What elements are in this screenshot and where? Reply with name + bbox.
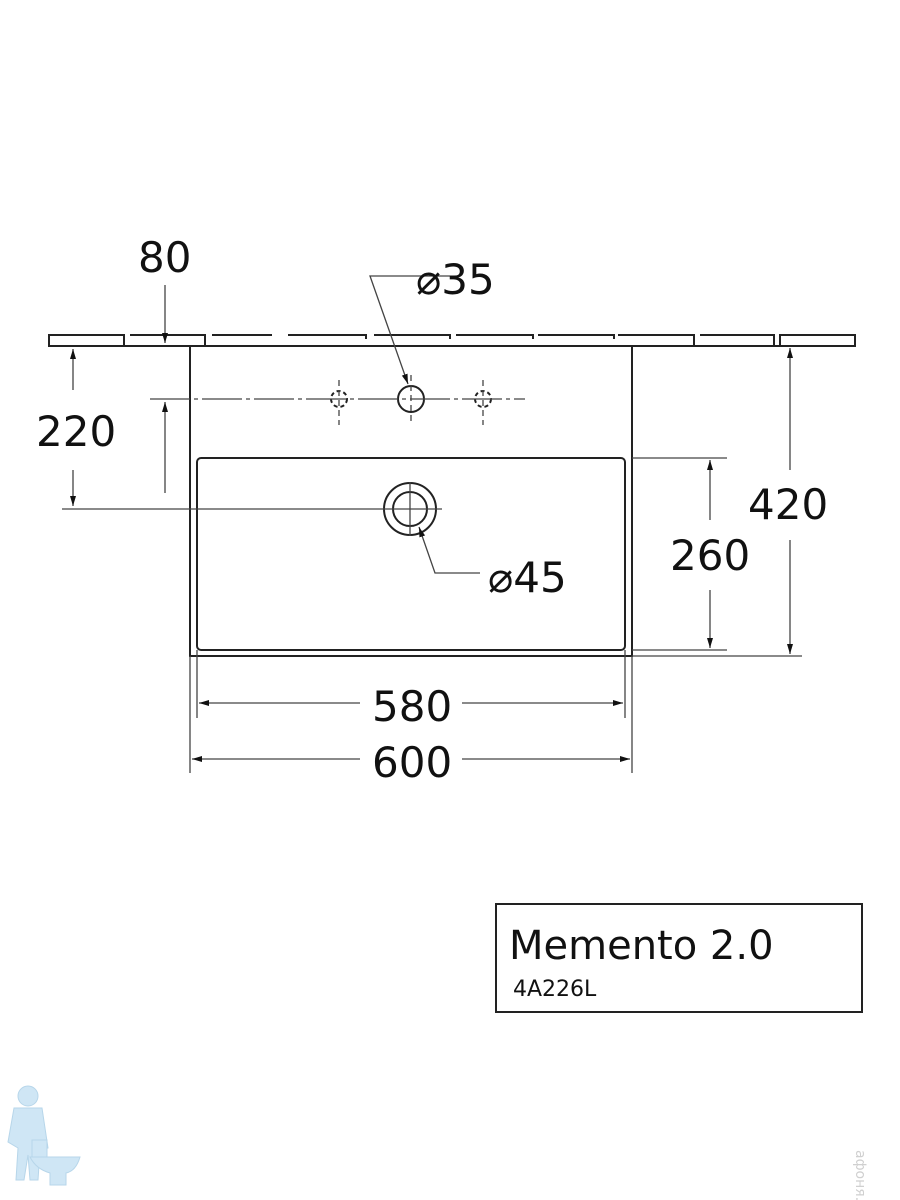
wall-strip	[48, 334, 856, 347]
dim-260: 260	[670, 531, 750, 580]
basin-outline	[189, 345, 633, 657]
plumber-logo	[7, 1085, 81, 1186]
watermark: афоня.рф	[852, 1150, 868, 1200]
dim-drain: ⌀45	[488, 553, 567, 602]
bowl-outline	[196, 457, 626, 651]
dim-220: 220	[36, 407, 116, 456]
dim-420: 420	[748, 480, 828, 529]
dim-600: 600	[372, 738, 452, 787]
product-code: 4A226L	[513, 977, 597, 1002]
product-name: Memento 2.0	[509, 923, 774, 969]
dim-580: 580	[372, 682, 452, 731]
dim-80: 80	[138, 233, 191, 282]
dim-tap-hole: ⌀35	[416, 255, 495, 304]
dimension-lines	[62, 275, 802, 773]
title-block: Memento 2.0 4A226L	[495, 903, 863, 1013]
